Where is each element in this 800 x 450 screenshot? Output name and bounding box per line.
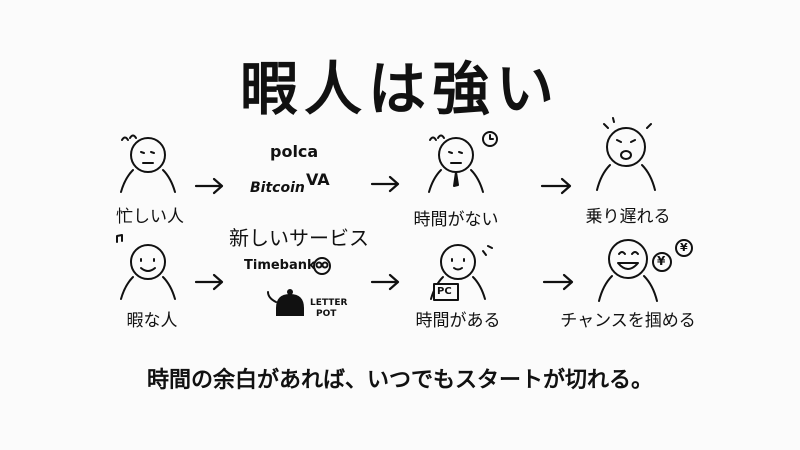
busy-person-figure bbox=[120, 134, 176, 193]
arrow-top-1 bbox=[194, 177, 224, 195]
label-grab-chance: チャンスを掴める bbox=[560, 311, 696, 331]
service-timebank: Timebank bbox=[244, 258, 316, 273]
service-va: VA bbox=[306, 170, 330, 189]
no-time-person-figure bbox=[428, 131, 498, 193]
label-has-time: 時間がある bbox=[415, 311, 501, 331]
service-letterpot-line1: LETTER bbox=[310, 298, 348, 308]
new-services-heading: 新しいサービス bbox=[229, 226, 369, 250]
timebank-owl-icon bbox=[313, 257, 331, 275]
service-bitcoin: Bitcoin bbox=[250, 180, 305, 196]
chance-person-figure bbox=[598, 239, 693, 302]
arrow-bottom-2 bbox=[370, 273, 400, 291]
label-no-time: 時間がない bbox=[413, 210, 499, 230]
arrow-bottom-1 bbox=[194, 273, 224, 291]
pc-badge: PC bbox=[437, 286, 452, 297]
arrow-bottom-3 bbox=[542, 273, 574, 291]
left-behind-person-figure bbox=[596, 117, 656, 191]
yen-coin-1: ¥ bbox=[657, 254, 666, 268]
yen-coin-2: ¥ bbox=[680, 241, 688, 254]
letterpot-teapot-icon bbox=[267, 289, 304, 316]
footer-caption: 時間の余白があれば、いつでもスタートが切れる。 bbox=[146, 367, 653, 392]
arrow-top-2 bbox=[370, 175, 400, 193]
service-polca: polca bbox=[270, 142, 319, 161]
service-letterpot-line2: POT bbox=[316, 309, 337, 319]
has-time-person-figure bbox=[430, 244, 493, 301]
label-free-person: 暇な人 bbox=[126, 311, 178, 331]
label-busy-person: 忙しい人 bbox=[116, 207, 184, 227]
page-title: 暇人は強い bbox=[239, 55, 560, 123]
arrow-top-3 bbox=[540, 177, 572, 195]
free-person-figure bbox=[116, 234, 176, 300]
label-left-behind: 乗り遅れる bbox=[585, 207, 671, 227]
